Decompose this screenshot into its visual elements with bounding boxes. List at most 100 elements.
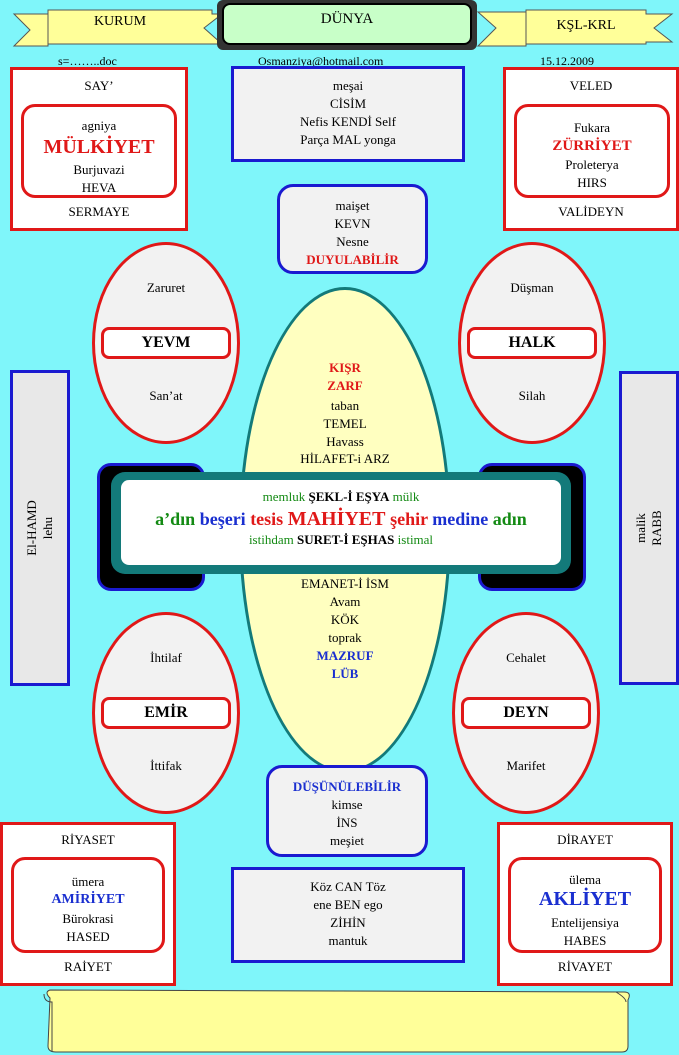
bottom-scroll-shape — [43, 989, 630, 1053]
center-bar-row3: istihdam SURET-İ EŞHAS istimal — [121, 532, 561, 548]
oval-upper-3: TEMEL — [323, 416, 367, 431]
bottom-center-l1: Köz CAN Töz — [310, 879, 386, 894]
bar-r3-c: istimal — [394, 532, 434, 547]
oval-lower-0: EMANET-İ İSM — [301, 576, 389, 591]
right-side-l1: malik — [633, 513, 648, 543]
bottom-left-box: RİYASET ümera AMİRİYET Bürokrasi HASED R… — [0, 822, 176, 986]
bar-r2-b: beşeri — [199, 509, 251, 529]
ellipse-tr-label: HALK — [467, 327, 597, 359]
ellipse-tl-bottom: San’at — [149, 388, 183, 403]
ellipse-br-label: DEYN — [461, 697, 591, 729]
top-center-l3: Nefis KENDİ Self — [299, 114, 397, 129]
top-right-l3: Proleterya — [565, 157, 619, 172]
top-left-l2: MÜLKİYET — [43, 136, 155, 158]
top-right-bottom-label: VALİDEYN — [558, 204, 624, 219]
left-side-l1: El-HAMD — [24, 500, 39, 556]
oval-upper-5: HİLAFET-i ARZ — [300, 451, 390, 466]
bottom-right-inner: ülema AKLİYET Entelijensiya HABES — [508, 857, 662, 953]
date-text: 15.12.2009 — [540, 54, 594, 68]
bar-r1-c: mülk — [389, 489, 420, 504]
bottom-left-l4: HASED — [66, 929, 110, 944]
upper-mid-l1: maişet — [335, 198, 370, 213]
ellipse-top-right: Düşman HALK Silah — [458, 242, 606, 444]
upper-mid-box: maişet KEVN Nesne DUYULABİLİR — [277, 184, 428, 274]
ellipse-top-left: Zaruret YEVM San’at — [92, 242, 240, 444]
bottom-left-l1: ümera — [71, 874, 105, 889]
top-right-top-label: VELED — [569, 78, 613, 93]
left-side-text: El-HAMD lehu — [24, 500, 56, 556]
ellipse-bl-top: İhtilaf — [150, 650, 182, 665]
bar-r2-d: MAHİYET — [287, 508, 391, 530]
top-left-l4: HEVA — [81, 180, 117, 195]
bottom-right-l1: ülema — [569, 872, 601, 887]
bottom-center-l3: ZİHİN — [330, 915, 366, 930]
ellipse-br-top: Cehalet — [506, 650, 546, 665]
bottom-right-l4: HABES — [563, 933, 607, 948]
lower-mid-l4: meşiet — [330, 833, 364, 848]
oval-lower-2: KÖK — [330, 612, 360, 627]
bar-r2-g: adın — [492, 509, 527, 529]
top-center-l4: Parça MAL yonga — [300, 132, 396, 147]
file-label: s=……..doc — [58, 54, 117, 68]
bar-r1-a: memluk — [262, 489, 309, 504]
ellipse-bl-label: EMİR — [101, 697, 231, 729]
bottom-left-top-label: RİYASET — [61, 832, 115, 847]
top-right-box: VELED Fukara ZÜRRİYET Proleterya HIRS VA… — [503, 67, 679, 231]
lower-mid-box: DÜŞÜNÜLEBİLİR kimse İNS meşiet — [266, 765, 428, 857]
ellipse-tl-top: Zaruret — [146, 280, 186, 295]
top-right-inner: Fukara ZÜRRİYET Proleterya HIRS — [514, 104, 670, 198]
bottom-center-box: Köz CAN Töz ene BEN ego ZİHİN mantuk — [231, 867, 465, 963]
center-bar-row2: a’dın beşeri tesis MAHİYET şehir medine … — [121, 508, 561, 531]
upper-mid-l3: Nesne — [336, 234, 369, 249]
bottom-right-bottom-label: RİVAYET — [557, 959, 613, 974]
title-box: DÜNYA — [222, 3, 472, 45]
bottom-left-l3: Bürokrasi — [62, 911, 114, 926]
ellipse-tr-bottom: Silah — [518, 388, 546, 403]
oval-upper-0: KIŞR — [329, 360, 361, 375]
bottom-right-box: DİRAYET ülema AKLİYET Entelijensiya HABE… — [497, 822, 673, 986]
center-bar: memluk ŞEKL-İ EŞYA mülk a’dın beşeri tes… — [121, 480, 561, 565]
bar-r2-e: şehir — [390, 509, 433, 529]
bottom-right-l3: Entelijensiya — [551, 915, 619, 930]
ellipse-br-bottom: Marifet — [506, 758, 546, 773]
bar-r2-f: medine — [432, 509, 493, 529]
right-side-text: malik RABB — [633, 510, 665, 545]
left-banner-shape — [12, 9, 224, 47]
bottom-left-bottom-label: RAİYET — [64, 959, 112, 974]
left-side-box: El-HAMD lehu — [10, 370, 70, 686]
upper-mid-l2: KEVN — [334, 216, 371, 231]
center-bar-row1: memluk ŞEKL-İ EŞYA mülk — [121, 489, 561, 505]
top-left-l3: Burjuvazi — [73, 162, 125, 177]
ellipse-tr-top: Düşman — [510, 280, 554, 295]
email-text: Osmanziya@hotmail.com — [258, 54, 384, 68]
right-side-l2: RABB — [649, 510, 664, 546]
bottom-center-l2: ene BEN ego — [313, 897, 383, 912]
oval-lower-5: LÜB — [331, 666, 359, 681]
top-left-bottom-label: SERMAYE — [68, 204, 130, 219]
right-banner-label: KŞL-KRL — [556, 18, 616, 33]
top-left-l1: agniya — [81, 118, 117, 133]
bottom-right-top-label: DİRAYET — [557, 832, 613, 847]
oval-lower-1: Avam — [329, 594, 361, 609]
ellipse-bottom-right: Cehalet DEYN Marifet — [452, 612, 600, 814]
top-center-l2: CİSİM — [329, 96, 367, 111]
right-side-box: malik RABB — [619, 371, 679, 685]
top-left-inner: agniya MÜLKİYET Burjuvazi HEVA — [21, 104, 177, 198]
bottom-right-l2: AKLİYET — [538, 888, 632, 910]
top-center-l1: meşai — [332, 78, 364, 93]
lower-mid-l2: kimse — [331, 797, 363, 812]
bottom-left-l2: AMİRİYET — [51, 892, 125, 907]
oval-lower-4: MAZRUF — [316, 648, 374, 663]
upper-mid-l4: DUYULABİLİR — [306, 252, 399, 267]
right-banner-shape — [476, 9, 674, 47]
ellipse-bottom-left: İhtilaf EMİR İttifak — [92, 612, 240, 814]
bottom-left-inner: ümera AMİRİYET Bürokrasi HASED — [11, 857, 165, 953]
bar-r2-a: a’dın — [155, 509, 200, 529]
oval-upper-2: taban — [330, 398, 360, 413]
ellipse-bl-bottom: İttifak — [150, 758, 182, 773]
bar-r3-a: istihdam — [248, 532, 297, 547]
bar-r1-b: ŞEKL-İ EŞYA — [308, 489, 390, 504]
bar-r3-b: SURET-İ EŞHAS — [296, 532, 395, 547]
oval-upper-1: ZARF — [327, 378, 363, 393]
page-title: DÜNYA — [320, 11, 374, 27]
